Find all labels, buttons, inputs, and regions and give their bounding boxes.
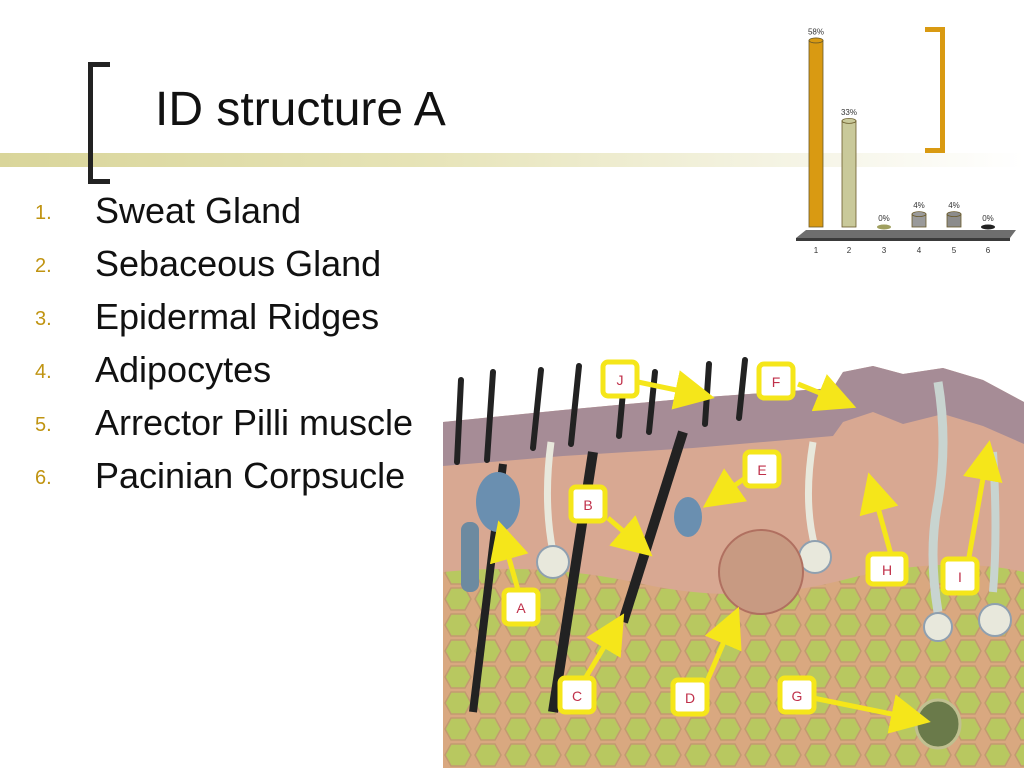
option-number: 6.: [35, 467, 52, 489]
label-F: F: [756, 361, 796, 401]
slide-title: ID structure A: [155, 83, 446, 136]
option-label: Sebaceous Gland: [95, 243, 382, 284]
answer-option[interactable]: 1. Sweat Gland: [35, 190, 465, 232]
answer-list: 1. Sweat Gland 2. Sebaceous Gland 3. Epider…: [35, 190, 465, 508]
label-text: A: [516, 600, 526, 616]
bar-value-label: 58%: [808, 27, 824, 36]
category-tick-label: 5: [952, 246, 957, 255]
epidermis-layer: [443, 366, 1024, 466]
category-tick-label: 1: [814, 246, 819, 255]
bar-cap: [808, 37, 824, 44]
option-label: Arrector Pilli muscle: [95, 402, 414, 443]
bar: [808, 40, 824, 228]
duct: [461, 522, 479, 592]
sweat-duct: [928, 381, 948, 613]
category-tick-label: 3: [882, 246, 887, 255]
option-number: 3.: [35, 308, 52, 330]
hair-follicle: [618, 430, 688, 624]
label-text: F: [772, 374, 781, 390]
chart-floor: [796, 230, 1016, 238]
option-label: Sweat Gland: [95, 190, 302, 231]
bar-group: 58% 1: [808, 27, 824, 255]
bar-value-label: 0%: [878, 214, 890, 223]
bar-group: 0% 3: [877, 214, 891, 255]
bar-value-label: 33%: [841, 108, 857, 117]
category-tick-label: 2: [847, 246, 852, 255]
label-J: J: [600, 359, 640, 399]
left-bracket: [88, 62, 110, 184]
answer-option[interactable]: 6. Pacinian Corpsucle: [35, 455, 465, 497]
label-E: E: [742, 449, 782, 489]
pacinian-corpuscle: [914, 698, 962, 750]
option-label: Epidermal Ridges: [95, 296, 380, 337]
label-H: H: [865, 551, 909, 587]
option-number: 2.: [35, 255, 52, 277]
category-tick-label: 6: [986, 246, 991, 255]
bar-group: 0% 6: [981, 214, 995, 255]
bar-cap: [841, 117, 857, 124]
label-text: I: [958, 569, 962, 585]
label-C: C: [557, 675, 597, 715]
sweat-duct: [804, 441, 819, 548]
label-text: B: [583, 497, 592, 513]
sebaceous-gland: [476, 472, 520, 532]
right-bracket: [925, 27, 945, 153]
bar-value-label: 0%: [982, 214, 994, 223]
title-rule: [0, 153, 1024, 167]
bar: [877, 224, 891, 230]
bar-group: 4% 4: [911, 201, 927, 255]
option-number: 5.: [35, 414, 52, 436]
label-A: A: [501, 587, 541, 627]
chart-floor-edge: [796, 238, 1010, 241]
category-tick-label: 4: [917, 246, 922, 255]
label-G: G: [777, 675, 817, 715]
sweat-duct: [543, 441, 557, 553]
bar-value-label: 4%: [913, 201, 925, 210]
sweat-gland: [536, 545, 570, 579]
option-label: Adipocytes: [95, 349, 272, 390]
bar-cap: [946, 211, 962, 218]
label-D: D: [670, 677, 710, 717]
option-number: 4.: [35, 361, 52, 383]
bar-value-label: 4%: [948, 201, 960, 210]
answer-option[interactable]: 2. Sebaceous Gland: [35, 243, 465, 285]
response-chart: 58% 1 33% 2 0% 3 4% 4 4% 5 0% 6: [796, 27, 1016, 255]
bar: [841, 120, 857, 228]
pointer-arrows: [489, 370, 1003, 734]
label-text: D: [685, 690, 695, 706]
label-text: G: [792, 688, 803, 704]
bar: [981, 224, 995, 230]
label-B: B: [568, 484, 608, 524]
label-text: C: [572, 688, 582, 704]
sweat-gland: [923, 612, 953, 642]
sweat-duct: [989, 451, 1000, 593]
answer-option[interactable]: 4. Adipocytes: [35, 349, 465, 391]
bar-group: 4% 5: [946, 201, 962, 255]
coiled-gland-cluster: [718, 529, 804, 615]
sebaceous-gland: [674, 497, 702, 537]
label-I: I: [940, 556, 980, 596]
option-number: 1.: [35, 202, 52, 224]
answer-option[interactable]: 3. Epidermal Ridges: [35, 296, 465, 338]
bar-cap: [911, 211, 927, 218]
label-text: H: [882, 562, 892, 578]
answer-option[interactable]: 5. Arrector Pilli muscle: [35, 402, 465, 444]
option-label: Pacinian Corpsucle: [95, 455, 406, 496]
skin-cross-section-diagram: J F E B A H I C D G: [443, 352, 1024, 768]
label-text: J: [617, 372, 624, 388]
bar-group: 33% 2: [841, 108, 857, 255]
sweat-gland: [978, 603, 1012, 637]
label-text: E: [757, 462, 766, 478]
